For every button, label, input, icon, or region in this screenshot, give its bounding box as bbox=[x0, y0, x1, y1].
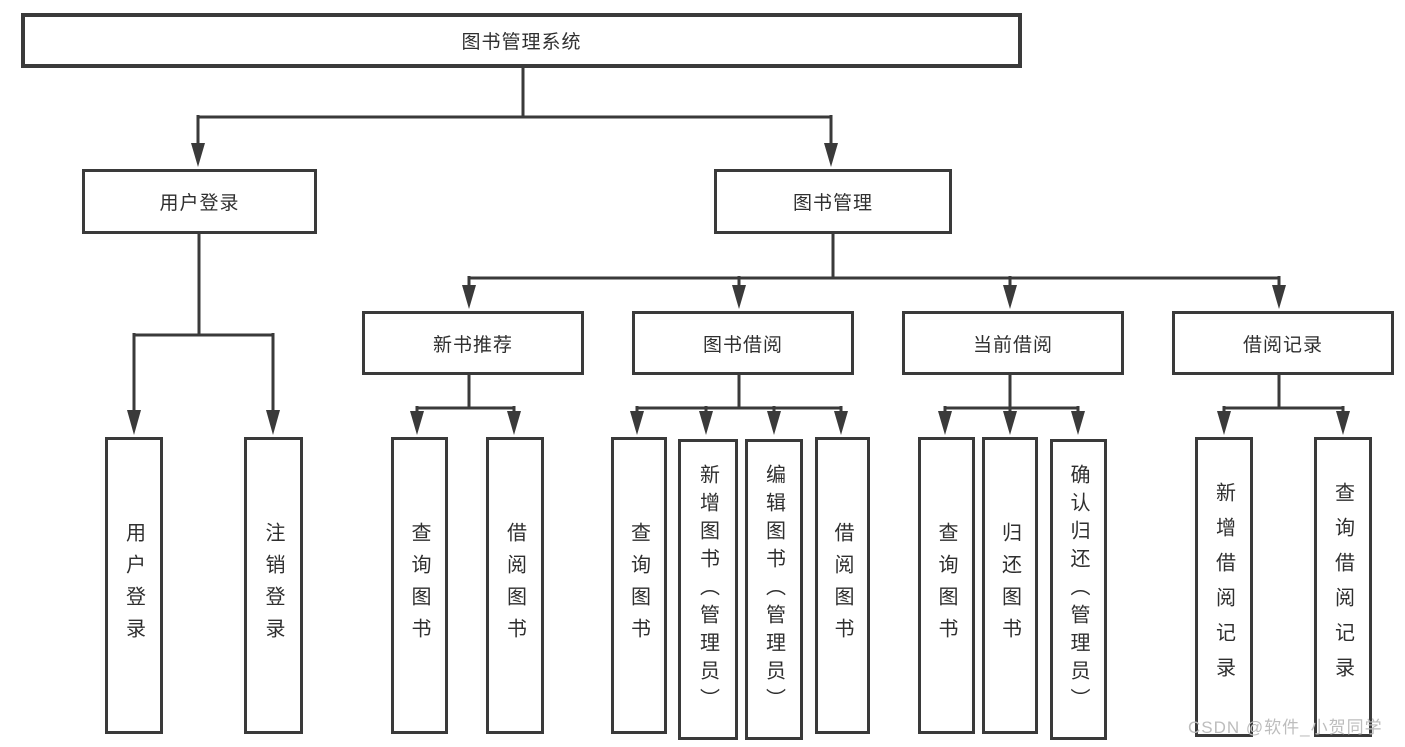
leaf-borrow-book-1: 借阅图书 bbox=[486, 437, 544, 734]
leaf-query-book-3: 查询图书 bbox=[918, 437, 975, 734]
node-borrow-records: 借阅记录 bbox=[1172, 311, 1394, 375]
leaf-borrow-book-2: 借阅图书 bbox=[815, 437, 870, 734]
csdn-watermark: CSDN @软件_小贺同学 bbox=[1188, 718, 1383, 737]
leaf-add-book-admin: 新增图书（管理员） bbox=[678, 439, 738, 740]
leaf-user-login: 用户登录 bbox=[105, 437, 163, 734]
leaf-add-borrow-record: 新增借阅记录 bbox=[1195, 437, 1253, 737]
node-book-borrow: 图书借阅 bbox=[632, 311, 854, 375]
node-new-book-recommend: 新书推荐 bbox=[362, 311, 584, 375]
node-current-borrow: 当前借阅 bbox=[902, 311, 1124, 375]
leaf-query-borrow-record: 查询借阅记录 bbox=[1314, 437, 1372, 737]
leaf-query-book-1: 查询图书 bbox=[391, 437, 448, 734]
leaf-return-book: 归还图书 bbox=[982, 437, 1038, 734]
leaf-confirm-return-admin: 确认归还（管理员） bbox=[1050, 439, 1107, 740]
leaf-query-book-2: 查询图书 bbox=[611, 437, 667, 734]
node-root: 图书管理系统 bbox=[21, 13, 1022, 68]
leaf-logout: 注销登录 bbox=[244, 437, 303, 734]
node-book-management: 图书管理 bbox=[714, 169, 952, 234]
leaf-edit-book-admin: 编辑图书（管理员） bbox=[745, 439, 803, 740]
node-user-login: 用户登录 bbox=[82, 169, 317, 234]
